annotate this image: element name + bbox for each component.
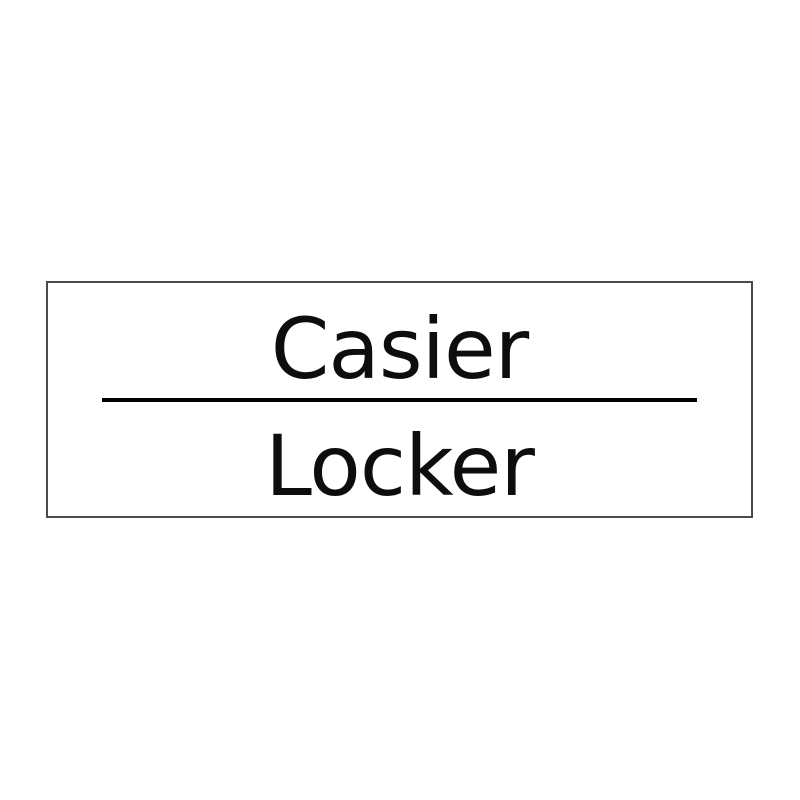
sign-divider-line xyxy=(102,398,697,402)
sign-top-label: Casier xyxy=(270,300,529,398)
sign-panel: Casier Locker xyxy=(46,281,753,518)
sign-bottom-label: Locker xyxy=(265,417,535,515)
